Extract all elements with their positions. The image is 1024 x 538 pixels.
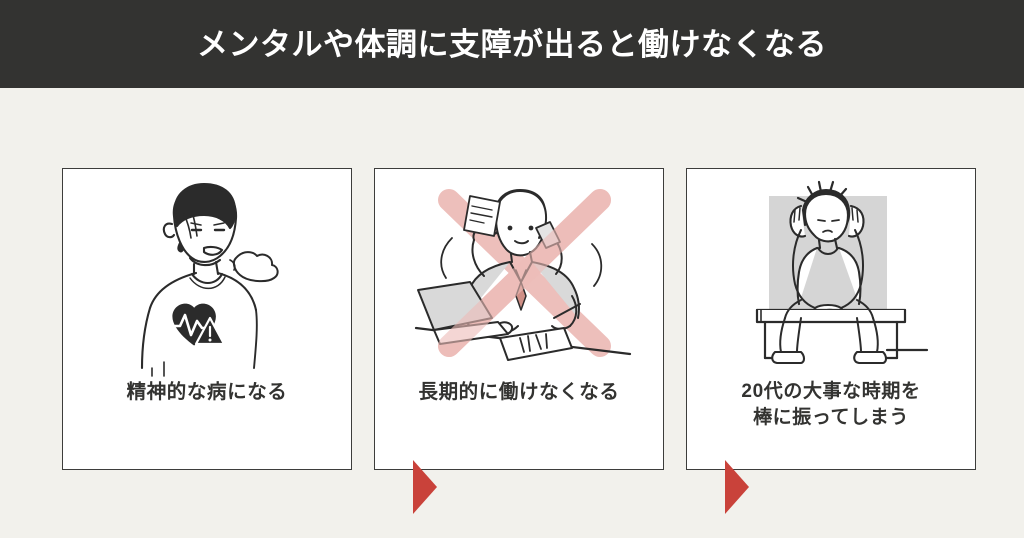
illustration-despairing-person-on-bench-icon — [687, 169, 975, 379]
card-row: 精神的な病になる — [62, 168, 976, 514]
header-bar: メンタルや体調に支障が出ると働けなくなる — [0, 0, 1024, 88]
illustration-overworked-businessman-crossed-out-icon — [375, 169, 663, 379]
flow-arrow-2-icon — [725, 460, 749, 514]
card-step-2[interactable]: 長期的に働けなくなる — [374, 168, 664, 470]
page-title: メンタルや体調に支障が出ると働けなくなる — [197, 26, 827, 62]
card-step-1-label: 精神的な病になる — [126, 381, 288, 403]
card-step-1[interactable]: 精神的な病になる — [62, 168, 352, 470]
card-step-3-label: 20代の大事な時期を 棒に振ってしまう — [741, 381, 921, 428]
flow-arrow-1-icon — [413, 460, 437, 514]
card-step-3[interactable]: 20代の大事な時期を 棒に振ってしまう — [686, 168, 976, 470]
illustration-sick-person-with-heart-warning-icon — [63, 169, 351, 379]
card-step-2-label: 長期的に働けなくなる — [418, 381, 620, 403]
